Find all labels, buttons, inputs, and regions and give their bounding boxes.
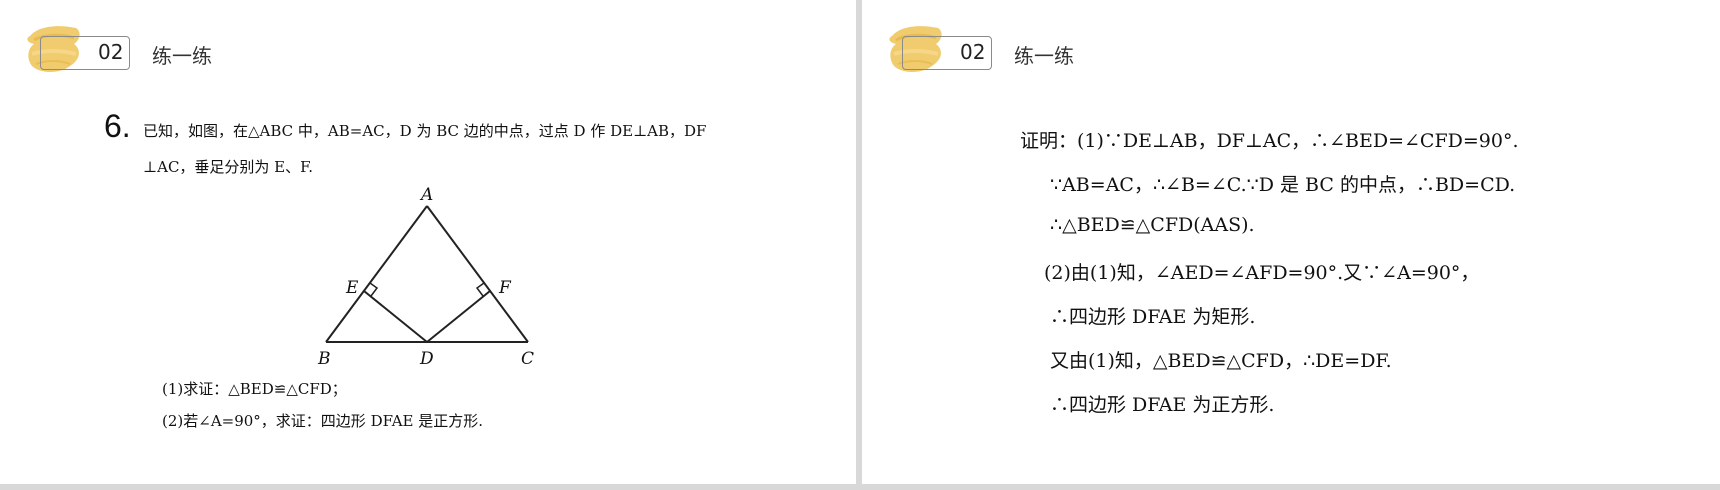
- point-label-e: E: [345, 278, 359, 298]
- proof-line-7: ∴四边形 DFAE 为正方形.: [1050, 394, 1275, 416]
- side-ab: [325, 205, 428, 343]
- section-number-box: [902, 36, 992, 70]
- question-text-line-2: ⊥AC，垂足分别为 E、F.: [143, 158, 313, 176]
- sub-question-2: (2)若∠A=90°，求证：四边形 DFAE 是正方形.: [162, 412, 484, 430]
- sub-question-1: (1)求证：△BED≌△CFD；: [162, 380, 347, 398]
- triangle-figure: A B C D E F: [317, 185, 534, 368]
- right-angle-mark-e: [369, 282, 379, 297]
- vertex-label-c: C: [521, 349, 534, 368]
- vertex-label-a: A: [419, 185, 433, 205]
- section-number: 02: [98, 40, 124, 64]
- section-number-box: [40, 36, 130, 70]
- point-label-f: F: [498, 278, 512, 298]
- point-label-d: D: [419, 349, 434, 368]
- proof-line-6: 又由(1)知，△BED≌△CFD，∴DE=DF.: [1050, 350, 1392, 372]
- proof-line-4: (2)由(1)知，∠AED=∠AFD=90°.又∵∠A=90°，: [1044, 262, 1480, 284]
- slide-left: 02 练一练 6. 已知，如图，在△ABC 中，AB=AC，D 为 BC 边的中…: [0, 0, 856, 484]
- proof-line-3: ∴△BED≌△CFD(AAS).: [1050, 214, 1255, 236]
- slide-right: 02 练一练 证明：(1)∵DE⊥AB，DF⊥AC，∴∠BED=∠CFD=90°…: [862, 0, 1720, 484]
- section-number: 02: [960, 40, 986, 64]
- segment-de: [363, 290, 428, 343]
- vertex-label-b: B: [317, 349, 331, 368]
- right-angle-mark-f: [475, 282, 485, 297]
- question-number: 6.: [104, 108, 131, 144]
- segment-df: [426, 290, 491, 343]
- proof-line-1: 证明：(1)∵DE⊥AB，DF⊥AC，∴∠BED=∠CFD=90°.: [1020, 130, 1519, 152]
- side-ac: [426, 205, 529, 343]
- proof-line-5: ∴四边形 DFAE 为矩形.: [1050, 306, 1256, 328]
- proof-line-2: ∵AB=AC，∴∠B=∠C.∵D 是 BC 的中点，∴BD=CD.: [1050, 174, 1516, 196]
- question-text-line-1: 已知，如图，在△ABC 中，AB=AC，D 为 BC 边的中点，过点 D 作 D…: [143, 122, 707, 140]
- section-title: 练一练: [1014, 44, 1074, 68]
- section-title: 练一练: [152, 44, 212, 68]
